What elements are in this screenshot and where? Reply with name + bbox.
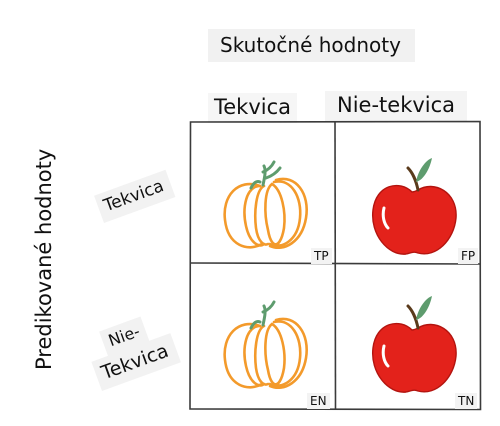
row-header-pumpkin: Tekvica bbox=[94, 169, 176, 223]
pumpkin-stem-icon bbox=[249, 300, 276, 330]
cell-tag-true-negative: TN bbox=[455, 393, 478, 409]
cell-tag-true-positive: TP bbox=[311, 248, 332, 264]
pumpkin-icon bbox=[223, 317, 308, 389]
column-header-not-pumpkin: Nie-tekvica bbox=[325, 91, 468, 121]
apple-icon bbox=[372, 296, 457, 393]
predicted-values-title: Predikované hodnoty bbox=[32, 148, 56, 370]
grid-vertical-divider bbox=[334, 121, 337, 410]
grid-horizontal-divider bbox=[190, 262, 481, 265]
cell-tag-false-positive: FP bbox=[458, 248, 479, 264]
actual-values-title: Skutočné hodnoty bbox=[208, 29, 415, 62]
confusion-matrix-grid bbox=[189, 120, 482, 411]
column-header-pumpkin: Tekvica bbox=[208, 93, 298, 123]
grid-lines bbox=[189, 120, 482, 411]
grid-outer-border bbox=[189, 120, 482, 411]
apple-icon bbox=[372, 158, 457, 255]
pumpkin-icon bbox=[223, 177, 308, 249]
pumpkin-stem-icon bbox=[249, 160, 282, 190]
cell-tag-false-negative: EN bbox=[307, 393, 330, 409]
